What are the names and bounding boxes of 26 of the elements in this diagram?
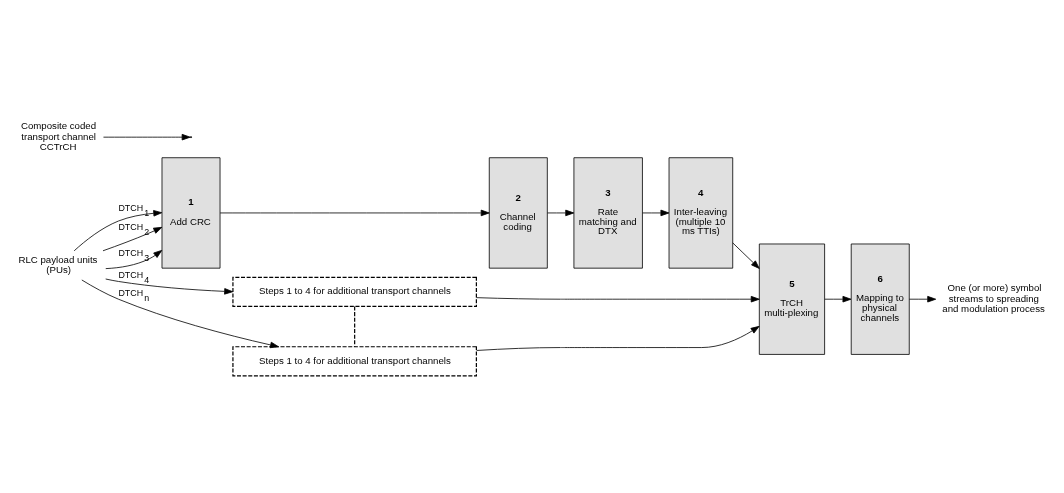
node-box: 5 TrCH multi-plexing <box>758 243 826 355</box>
node-text: Composite coded transport channel CCTrCH <box>20 119 97 152</box>
node-text: RLC payload units (PUs) <box>18 253 98 275</box>
arrow <box>476 295 760 302</box>
arrow <box>103 133 191 140</box>
node-box: 3 Rate matching and DTX <box>573 156 643 269</box>
arrow <box>105 278 234 295</box>
arrow <box>73 209 163 251</box>
arrow <box>219 209 490 216</box>
arrow <box>105 249 163 269</box>
node-text: One (or more) symbol streams to spreading and modulation process <box>942 281 1045 314</box>
arrow <box>908 295 937 302</box>
node-box: 1 Add CRC <box>161 156 221 269</box>
connector <box>354 305 356 347</box>
node-box: Steps 1 to 4 for additional transport channels <box>232 276 477 307</box>
arrow <box>102 226 163 251</box>
arrow <box>547 209 575 216</box>
arrow <box>642 209 670 216</box>
node-box: 6 Mapping to physical channels <box>850 243 910 355</box>
arrow <box>81 279 279 348</box>
arrow <box>476 325 760 351</box>
arrow <box>732 241 760 269</box>
node-box: 2 Channel coding <box>488 156 548 269</box>
node-box: 4 Inter-leaving (multiple 10 ms TTIs) <box>668 156 734 269</box>
node-box: Steps 1 to 4 for additional transport channels <box>232 345 477 376</box>
arrow <box>824 295 852 302</box>
